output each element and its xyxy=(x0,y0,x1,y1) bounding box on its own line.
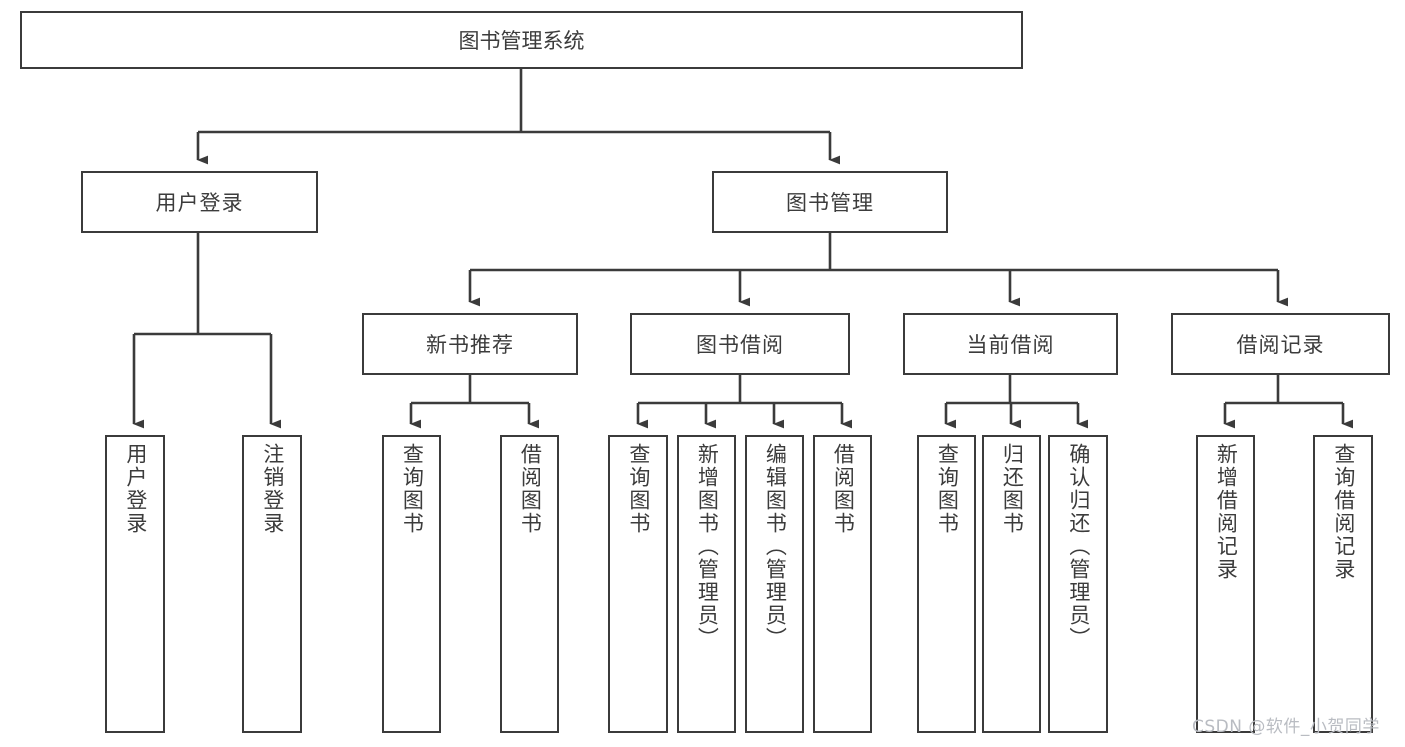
watermark-text: CSDN @软件_小贺同学 xyxy=(1192,717,1380,737)
leaf-current-confirm-return[interactable]: 确认归还（管理员） xyxy=(1048,435,1108,733)
node-label: 当前借阅 xyxy=(966,333,1055,357)
node-root-system[interactable]: 图书管理系统 xyxy=(20,11,1023,69)
leaf-label: 编辑图书（管理员） xyxy=(763,443,788,650)
leaf-borrow-add-book[interactable]: 新增图书（管理员） xyxy=(677,435,736,733)
node-label: 用户登录 xyxy=(155,191,244,215)
leaf-label: 查询图书 xyxy=(626,443,651,535)
node-label: 图书管理 xyxy=(786,191,874,215)
leaf-label: 注销登录 xyxy=(260,443,285,535)
leaf-borrow-edit-book[interactable]: 编辑图书（管理员） xyxy=(745,435,804,733)
node-label: 图书借阅 xyxy=(696,333,784,357)
leaf-label: 确认归还（管理员） xyxy=(1066,443,1091,650)
leaf-recommend-borrow-book[interactable]: 借阅图书 xyxy=(500,435,559,733)
leaf-current-query-book[interactable]: 查询图书 xyxy=(917,435,976,733)
leaf-label: 查询借阅记录 xyxy=(1331,443,1356,581)
node-new-book-recommend[interactable]: 新书推荐 xyxy=(362,313,578,375)
node-label: 新书推荐 xyxy=(426,333,514,357)
leaf-borrow-borrow-book[interactable]: 借阅图书 xyxy=(813,435,872,733)
leaf-current-return-book[interactable]: 归还图书 xyxy=(982,435,1041,733)
node-label: 借阅记录 xyxy=(1236,333,1325,357)
node-book-management[interactable]: 图书管理 xyxy=(712,171,948,233)
node-book-borrow[interactable]: 图书借阅 xyxy=(630,313,850,375)
node-borrow-record[interactable]: 借阅记录 xyxy=(1171,313,1390,375)
leaf-borrow-query-book[interactable]: 查询图书 xyxy=(608,435,668,733)
leaf-label: 查询图书 xyxy=(935,443,960,535)
node-label: 图书管理系统 xyxy=(458,29,585,53)
leaf-label: 归还图书 xyxy=(1000,443,1025,535)
leaf-label: 新增图书（管理员） xyxy=(695,443,720,650)
leaf-label: 借阅图书 xyxy=(831,443,856,535)
leaf-label: 新增借阅记录 xyxy=(1214,443,1239,581)
node-current-borrow[interactable]: 当前借阅 xyxy=(903,313,1118,375)
leaf-label: 借阅图书 xyxy=(518,443,543,535)
leaf-label: 查询图书 xyxy=(400,443,425,535)
leaf-recommend-query-book[interactable]: 查询图书 xyxy=(382,435,441,733)
leaf-user-login-login[interactable]: 用户登录 xyxy=(105,435,165,733)
leaf-record-query-record[interactable]: 查询借阅记录 xyxy=(1313,435,1373,733)
leaf-user-login-logout[interactable]: 注销登录 xyxy=(242,435,302,733)
node-user-login[interactable]: 用户登录 xyxy=(81,171,318,233)
leaf-record-add-record[interactable]: 新增借阅记录 xyxy=(1196,435,1255,733)
leaf-label: 用户登录 xyxy=(123,443,148,535)
